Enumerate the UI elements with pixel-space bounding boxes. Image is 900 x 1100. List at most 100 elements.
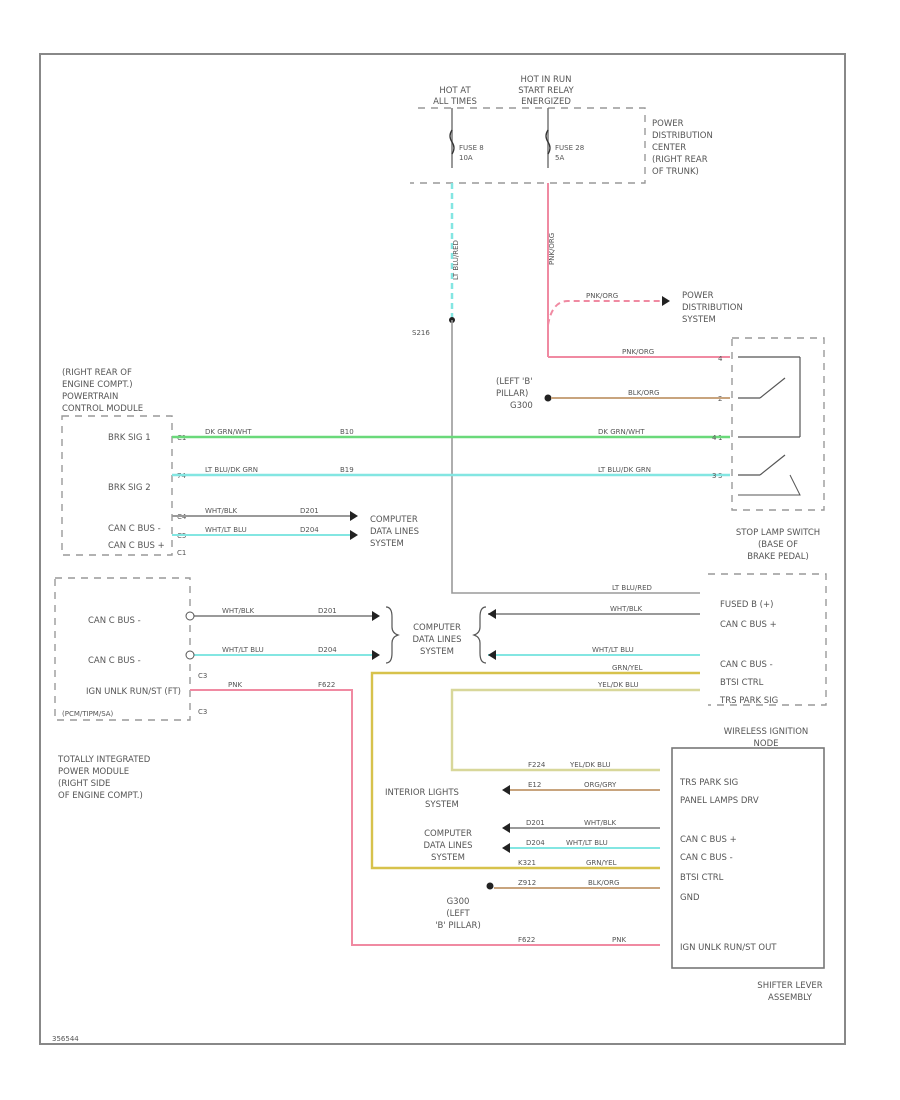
diagram-code: 356544 (52, 1035, 79, 1043)
stop-lamp-title-2: (BASE OF (758, 540, 798, 550)
fuse-a-icon (449, 129, 455, 155)
wire-b10-code: B10 (340, 428, 354, 436)
win-wht-blk-label: WHT/BLK (610, 605, 643, 613)
win-grn-yel-label: GRN/YEL (612, 664, 643, 672)
pcm-cds-label-1: COMPUTER (370, 515, 418, 525)
cds-brace-left (385, 606, 400, 664)
tipm-conn-c3-b: C3 (198, 708, 207, 716)
tipm-cds-arrow-2 (372, 650, 380, 660)
center-cds-label-3: SYSTEM (420, 647, 454, 657)
win-pin-1: FUSED B (+) (720, 600, 773, 610)
pds-label-2: DISTRIBUTION (682, 303, 743, 313)
tipm-pin-2-label: CAN C BUS - (88, 656, 141, 666)
pds-arrow-icon (662, 296, 670, 306)
tipm-conn-c3-a: C3 (198, 672, 207, 680)
pds-label-1: POWER (682, 291, 714, 301)
win-title-1: WIRELESS IGNITION (724, 727, 809, 737)
wire-pnk-tipm-code: F622 (318, 681, 335, 689)
splice-label: S216 (412, 329, 430, 337)
wire-lt-blu-dk-grn-label-left: LT BLU/DK GRN (205, 466, 258, 474)
tipm-cds-arrow-1 (372, 611, 380, 621)
wire-lt-blu-red-label: LT BLU/RED (452, 240, 460, 280)
pds-label-3: SYSTEM (682, 315, 716, 325)
wire-dk-grn-wht-label-left: DK GRN/WHT (205, 428, 252, 436)
wire-tipm-wht-lt-blu-label: WHT/LT BLU (222, 646, 264, 654)
sw-blade-2 (759, 454, 786, 476)
tipm-title-2: POWER MODULE (58, 767, 129, 777)
tipm-pin-3-label: IGN UNLK RUN/ST (FT) (86, 687, 181, 697)
shifter-wht-blk-label: WHT/BLK (584, 819, 617, 827)
wire-f224-code: F224 (528, 761, 546, 769)
wire-pnk-tipm-label: PNK (228, 681, 242, 689)
wire-shifter-d204: D204 (526, 839, 545, 847)
wire-tipm-d201: D201 (318, 607, 337, 615)
wire-tipm-d204: D204 (318, 646, 337, 654)
hot-at-all-times-line2: ALL TIMES (433, 97, 477, 107)
wire-blk-org-label: BLK/ORG (628, 389, 659, 397)
pdc-label-2: DISTRIBUTION (652, 131, 713, 141)
wire-dk-grn-wht-label-right: DK GRN/WHT (598, 428, 645, 436)
wire-pcm-wht-blk-label: WHT/BLK (205, 507, 238, 515)
wire-pnk-shifter-label: PNK (612, 936, 626, 944)
shifter-pin-4: CAN C BUS - (680, 853, 733, 863)
sw-pin-label-b19: 3 (712, 472, 716, 480)
pcm-conn-c1: C1 (177, 549, 186, 557)
hot-in-run-line1: HOT IN RUN (520, 75, 571, 85)
pdc-boundary (410, 107, 646, 184)
wire-shifter-d201: D201 (526, 819, 545, 827)
wire-k321-code: K321 (518, 859, 536, 867)
shifter-wht-lt-blu-label: WHT/LT BLU (566, 839, 608, 847)
shifter-blk-org-label: BLK/ORG (588, 879, 619, 887)
interior-lights-label-2: SYSTEM (425, 800, 459, 810)
wire-pcm-d201: D201 (300, 507, 319, 515)
pcm-pin-brk-sig-1-label: BRK SIG 1 (108, 433, 151, 443)
pdc-label-1: POWER (652, 119, 684, 129)
sw-blade-1 (759, 377, 786, 399)
g300-ground-icon (544, 394, 552, 402)
sw-bus-bottom (738, 474, 801, 496)
wire-pnk-org-vertical-label: PNK/ORG (548, 233, 556, 265)
hot-in-run-line3: ENERGIZED (521, 97, 571, 107)
shifter-cds-arrow-1 (502, 823, 510, 833)
shifter-cds-label-1: COMPUTER (424, 829, 472, 839)
wire-lt-blu-dk-grn-label-right: LT BLU/DK GRN (598, 466, 651, 474)
shifter-org-gry-label: ORG/GRY (584, 781, 617, 789)
shifter-title-1: SHIFTER LEVER (757, 981, 822, 991)
pcm-pin-can-minus-label: CAN C BUS - (108, 524, 161, 534)
wire-grn-yel-btsi (370, 671, 700, 870)
stop-lamp-title-1: STOP LAMP SWITCH (736, 528, 820, 538)
win-wht-lt-blu-label: WHT/LT BLU (592, 646, 634, 654)
wire-yel-dk-blu-trs (450, 688, 700, 772)
tipm-title-1: TOTALLY INTEGRATED (57, 755, 151, 765)
wire-pnk-f622 (190, 689, 660, 946)
shifter-cds-label-2: DATA LINES (424, 841, 473, 851)
wire-pcm-d204: D204 (300, 526, 319, 534)
pcm-cds-label-3: SYSTEM (370, 539, 404, 549)
wire-pnk-org-h-label: PNK/ORG (622, 348, 654, 356)
shifter-pin-3: CAN C BUS + (680, 835, 737, 845)
tipm-title-4: OF ENGINE COMPT.) (58, 791, 143, 801)
pdc-label-5: OF TRUNK) (652, 167, 699, 177)
shifter-pin-5: BTSI CTRL (680, 873, 724, 883)
g300-label-2: PILLAR) (496, 389, 528, 399)
shifter-pin-7-line: IGN UNLK RUN/ST OUT (680, 943, 777, 953)
sw-pin-label-b10: 4 (712, 434, 717, 442)
tipm-box (54, 577, 191, 721)
pcm-title-4: CONTROL MODULE (62, 404, 143, 414)
tipm-title-3: (RIGHT SIDE (58, 779, 110, 789)
pcm-cds-arrow-1 (350, 511, 358, 521)
diagram-frame (39, 53, 846, 1045)
tipm-brand: (PCM/TIPM/SA) (62, 710, 114, 718)
interior-arrow-icon (502, 785, 510, 795)
win-cds-arrow-1 (488, 609, 496, 619)
pcm-title-3: POWERTRAIN (62, 392, 118, 402)
pcm-cds-arrow-2 (350, 530, 358, 540)
fuse-a-label-2: 10A (459, 154, 473, 162)
tipm-pin-1-label: CAN C BUS - (88, 616, 141, 626)
shifter-g300-label-1: G300 (447, 897, 470, 907)
pcm-title-2: ENGINE COMPT.) (62, 380, 133, 390)
wire-z912-code: Z912 (518, 879, 536, 887)
wire-e12-code: E12 (528, 781, 541, 789)
pcm-cds-label-2: DATA LINES (370, 527, 419, 537)
